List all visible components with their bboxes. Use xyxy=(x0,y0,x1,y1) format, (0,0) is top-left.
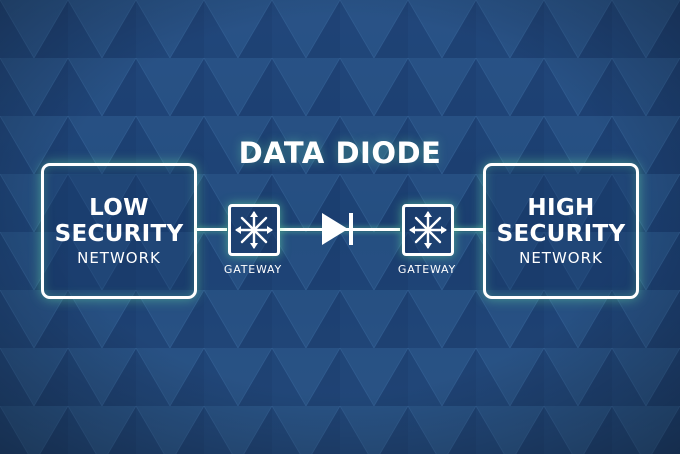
left-gateway-switch-icon xyxy=(228,204,280,256)
left-network-line2: SECURITY xyxy=(54,221,184,247)
connector-right xyxy=(453,228,485,231)
right-gateway-switch-icon xyxy=(402,204,454,256)
right-network-line2: SECURITY xyxy=(496,221,626,247)
right-network-line1: HIGH xyxy=(527,195,595,221)
left-network-line1: LOW xyxy=(89,195,149,221)
diode-icon xyxy=(322,213,353,245)
diagram-title: DATA DIODE xyxy=(238,136,442,170)
left-network-line3: NETWORK xyxy=(77,249,161,267)
left-gateway-label: GATEWAY xyxy=(223,263,283,276)
right-gateway-label: GATEWAY xyxy=(397,263,457,276)
connector-left xyxy=(197,228,227,231)
high-security-network-box: HIGH SECURITY NETWORK xyxy=(483,163,639,299)
right-network-line3: NETWORK xyxy=(519,249,603,267)
low-security-network-box: LOW SECURITY NETWORK xyxy=(41,163,197,299)
